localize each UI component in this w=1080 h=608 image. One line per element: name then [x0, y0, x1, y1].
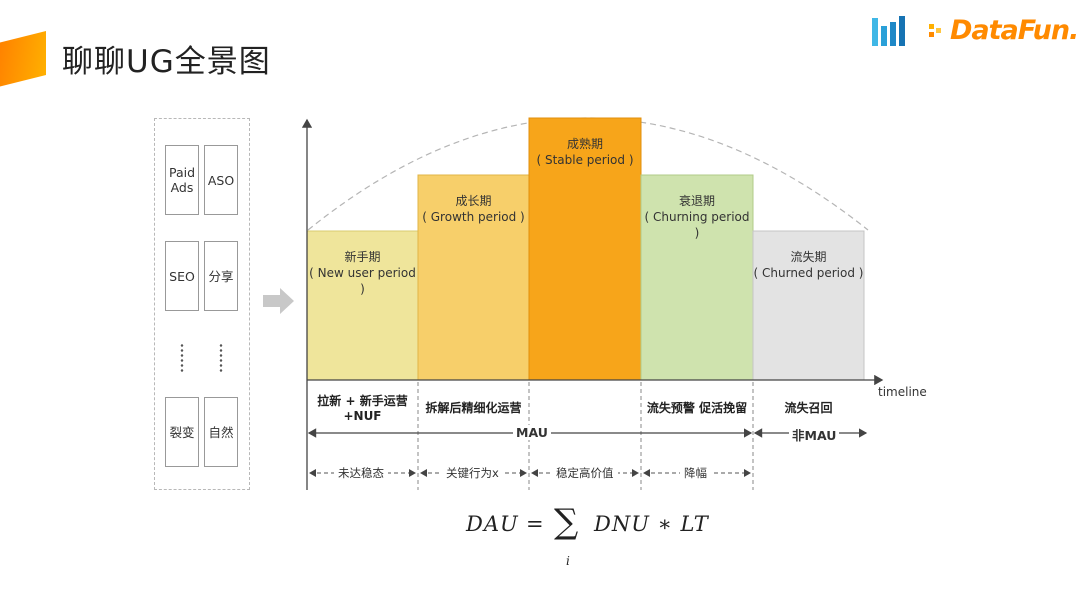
x-axis-label: timeline [878, 385, 927, 399]
phase-name: 成熟期 [566, 137, 603, 151]
slide-title: 聊聊UG全景图 [62, 44, 271, 80]
channel-paid-ads: Paid Ads [165, 145, 199, 215]
phase-english: ( Churned period ) [753, 266, 864, 280]
phase-english: ( Growth period ) [422, 210, 525, 224]
phase-bar-churned [752, 230, 865, 381]
phase-label-churning: 衰退期 ( Churning period ) [641, 193, 753, 241]
more-channels-dots [219, 343, 223, 373]
more-channels-dots [180, 343, 184, 373]
operation-churning: 流失预警 促活挽留 [646, 401, 748, 415]
operation-new-user: 拉新 + 新手运营 +NUF [317, 394, 408, 423]
phase-label-growth: 成长期 ( Growth period ) [418, 193, 529, 225]
lifecycle-curve [307, 117, 869, 231]
brand-logo-icon [872, 16, 941, 46]
phase-label-churned: 流失期 ( Churned period ) [753, 249, 864, 281]
phase-name: 成长期 [455, 194, 492, 208]
phase-name: 流失期 [790, 250, 827, 264]
phase-english: ( Stable period ) [536, 153, 634, 167]
non-mau-label: 非MAU [789, 425, 840, 444]
channel-viral: 裂变 [165, 397, 199, 467]
phase-bar-new-user [306, 230, 419, 381]
phase-bar-stable [528, 117, 642, 381]
phase-separators [417, 382, 754, 490]
segment-label: 未达稳态 [334, 465, 388, 481]
operation-growth: 拆解后精细化运营 [425, 401, 522, 415]
channel-aso: ASO [204, 145, 238, 215]
segment-label: 稳定高价值 [552, 465, 618, 481]
phase-name: 衰退期 [678, 194, 715, 208]
phase-bar-churning [640, 174, 754, 381]
formula-lhs: DAU [466, 512, 519, 536]
segment-label: 降幅 [680, 465, 711, 481]
flow-arrow-icon [263, 288, 294, 314]
formula-rhs: DNU ∗ LT [594, 512, 709, 536]
phase-english: ( Churning period ) [644, 210, 750, 240]
phase-label-stable: 成熟期 ( Stable period ) [529, 136, 641, 168]
formula-subscript: i [566, 554, 571, 568]
phase-name: 新手期 [344, 250, 381, 264]
brand-name: DataFun. [950, 15, 1079, 46]
channel-organic: 自然 [204, 397, 238, 467]
channel-seo: SEO [165, 241, 199, 311]
formula-sum: ∑ [554, 502, 580, 542]
mau-label: MAU [513, 425, 551, 440]
segment-label: 关键行为x [442, 465, 503, 481]
formula-equals: = [526, 512, 545, 536]
phase-label-new-user: 新手期 ( New user period ) [307, 249, 418, 297]
phase-english: ( New user period ) [309, 266, 416, 296]
phase-bar-growth [417, 174, 530, 381]
channel-share: 分享 [204, 241, 238, 311]
channels-panel: Paid Ads ASO SEO 分享 裂变 自然 [154, 118, 250, 490]
operation-churned: 流失召回 [784, 401, 833, 415]
